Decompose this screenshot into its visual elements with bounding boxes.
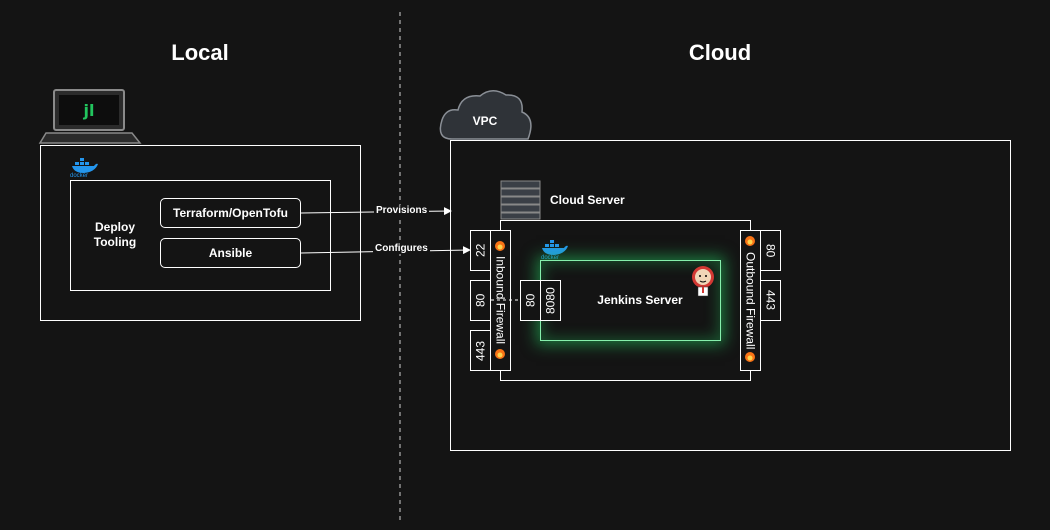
provisions-label: Provisions	[374, 205, 430, 216]
docker-caption: docker	[70, 173, 89, 179]
local-heading: Local	[171, 40, 229, 65]
deploy-tooling-container	[70, 180, 331, 291]
outbound-port-443: 443	[760, 280, 781, 321]
outbound-firewall-label: Outbound Firewall	[743, 251, 758, 350]
firewall-flame-icon	[495, 241, 505, 251]
firewall-flame-icon	[745, 352, 755, 362]
firewall-flame-icon	[745, 236, 755, 246]
terraform-node: Terraform/OpenTofu	[160, 198, 301, 228]
configures-label: Configures	[373, 243, 430, 254]
cloud-heading: Cloud	[688, 40, 752, 65]
inbound-firewall-label: Inbound Firewall	[493, 256, 508, 345]
deploy-tooling-label: Deploy Tooling	[93, 220, 137, 249]
outbound-port-80: 80	[760, 230, 781, 271]
docker-caption-cloud: docker	[541, 255, 560, 261]
ansible-node: Ansible	[160, 238, 301, 268]
vpc-label: VPC	[472, 114, 498, 128]
jenkins-server-label: Jenkins Server	[597, 293, 683, 307]
local-machine-box	[40, 145, 361, 321]
firewall-flame-icon	[495, 349, 505, 359]
outbound-firewall: Outbound Firewall	[740, 230, 761, 371]
cloud-server-label: Cloud Server	[550, 193, 625, 207]
svg-text:jl: jl	[83, 101, 95, 120]
vpc-box	[450, 140, 1011, 451]
